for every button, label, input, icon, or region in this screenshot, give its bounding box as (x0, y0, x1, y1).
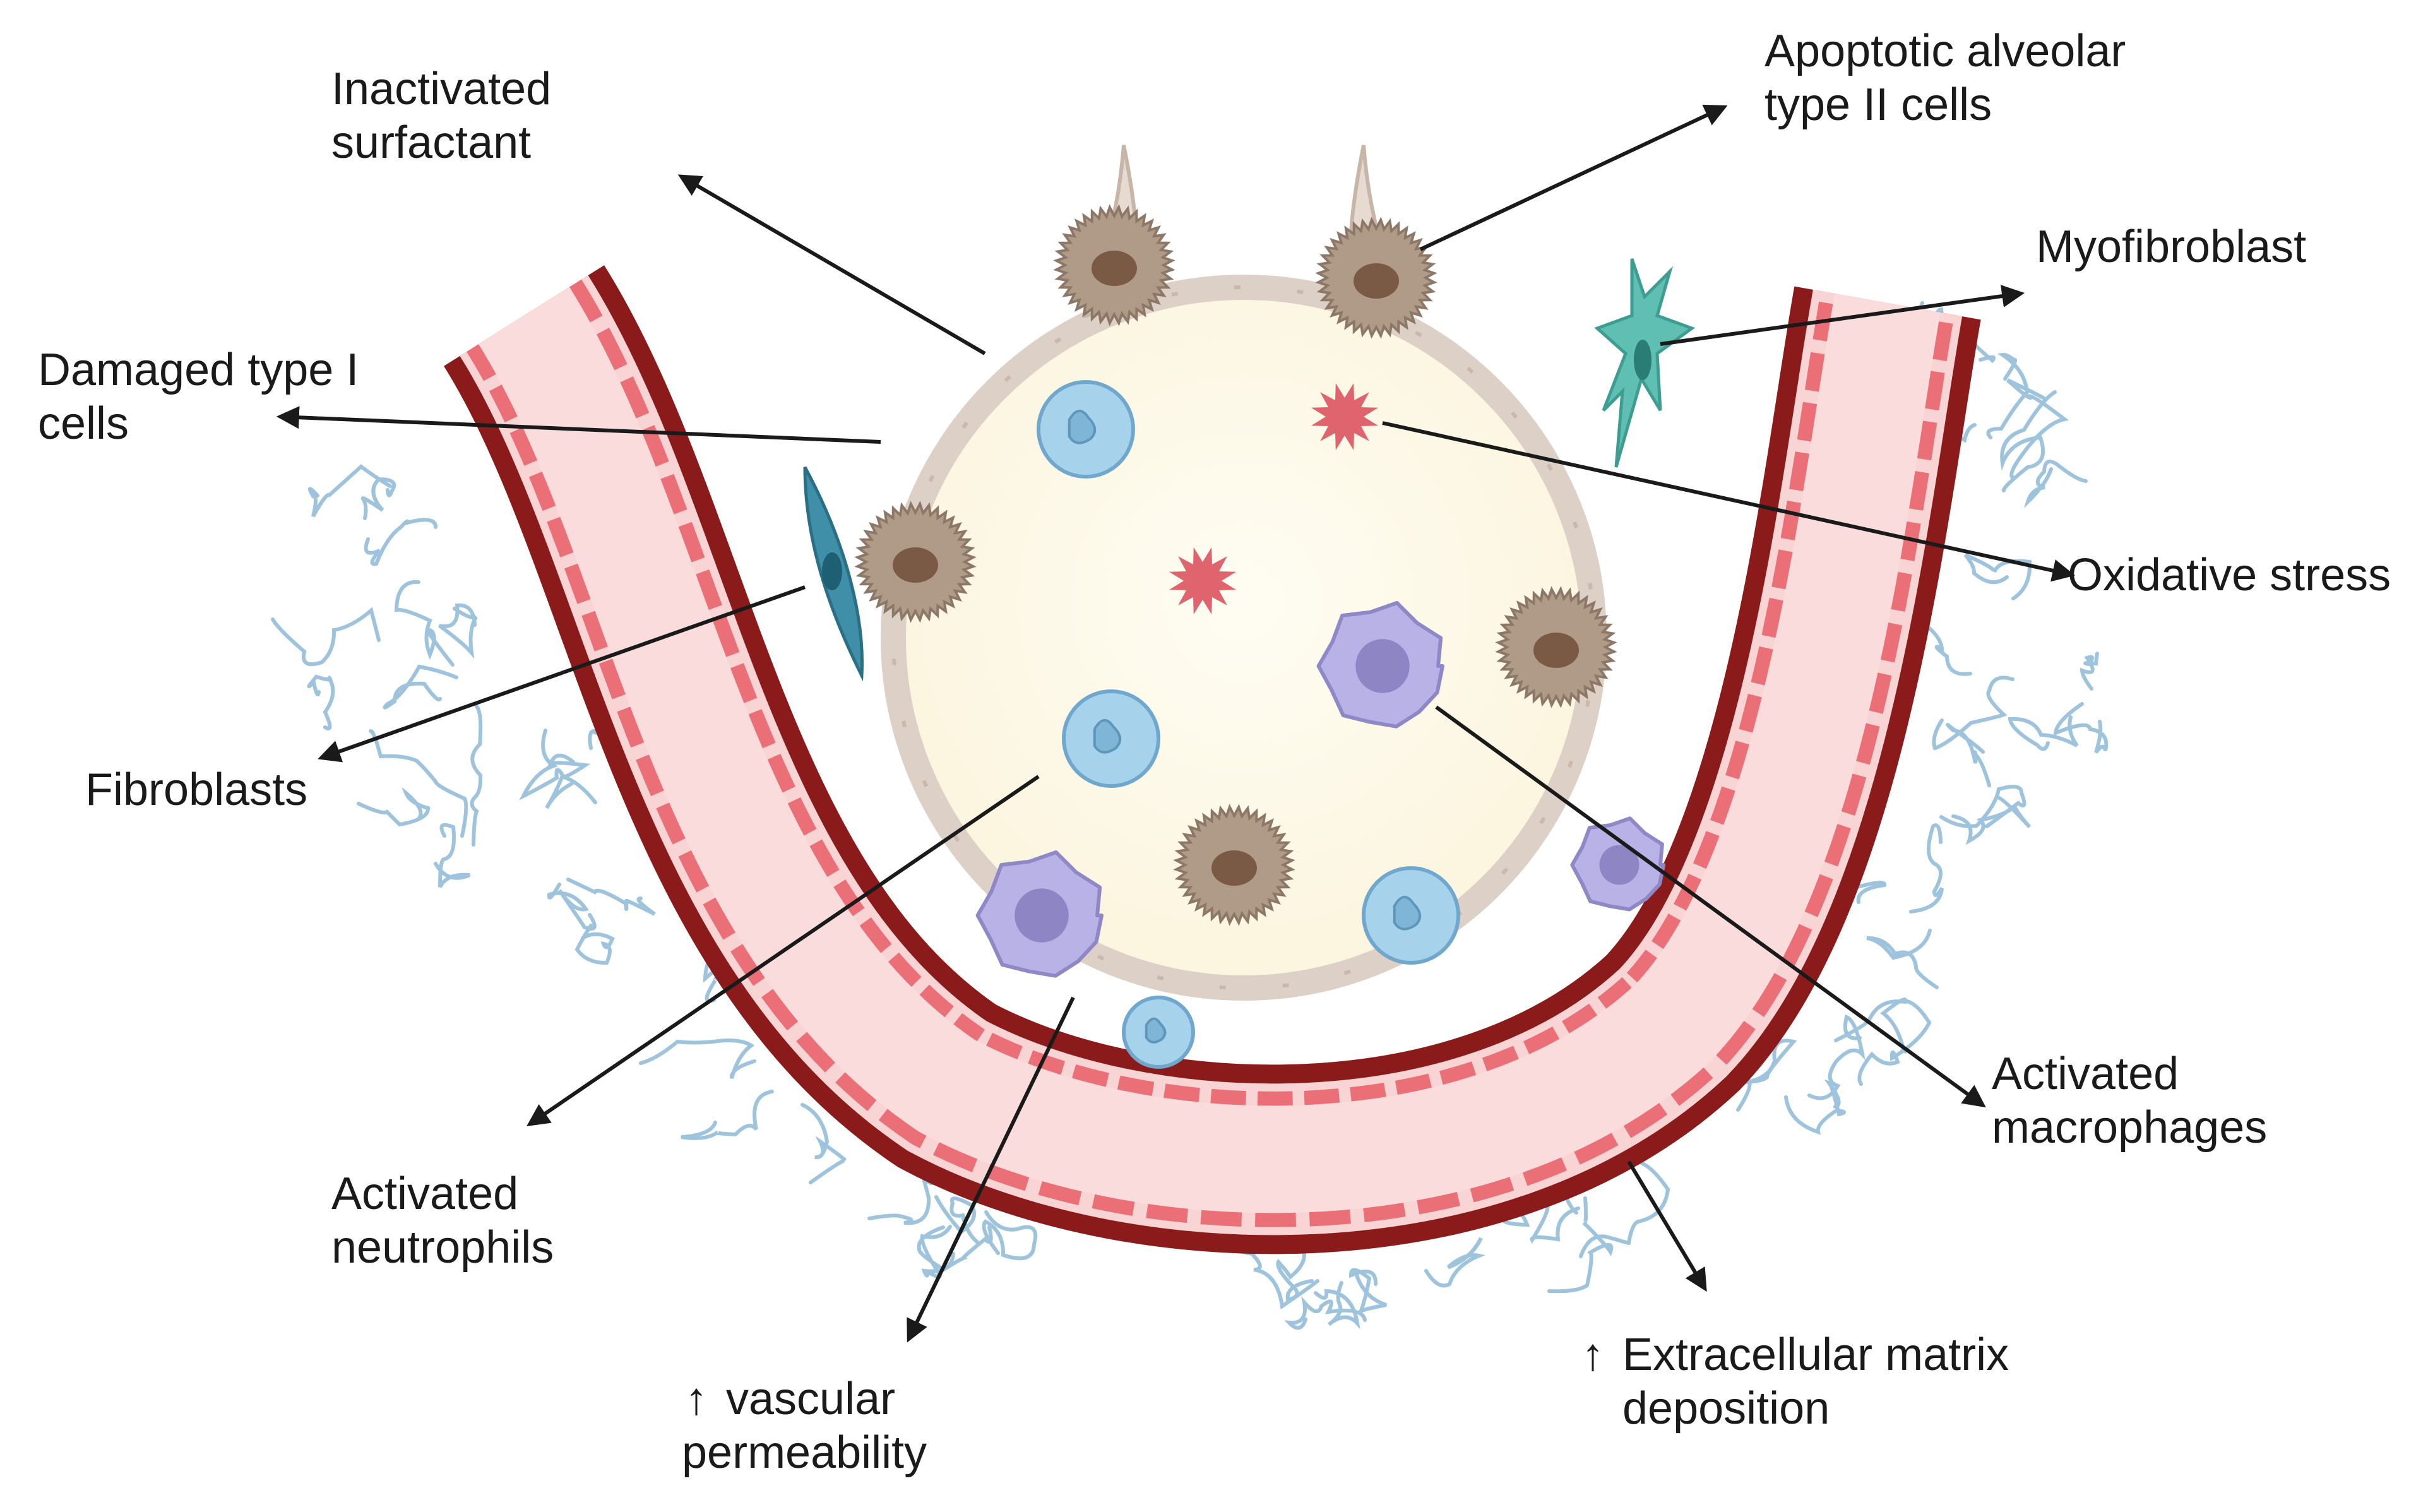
matrix-fiber (1946, 723, 1991, 787)
arrow-vascular-permeability (907, 996, 1075, 1343)
matrix-fiber (1866, 929, 1939, 989)
label-fibroblasts: Fibroblasts (85, 765, 307, 815)
matrix-fiber (470, 705, 483, 847)
leader-lines (276, 104, 2076, 1343)
matrix-fiber (369, 729, 468, 838)
matrix-fiber (2008, 715, 2079, 751)
label-ecm-deposition: ↑ Extracellular matrix deposition (1581, 1330, 2021, 1434)
matrix-fiber (1784, 1080, 1846, 1135)
matrix-fiber (1314, 1281, 1360, 1330)
matrix-fiber (566, 878, 656, 916)
matrix-fiber (1284, 1296, 1367, 1330)
cells-layer (854, 204, 1665, 1069)
fibroblast-cell (803, 466, 864, 682)
matrix-fiber (307, 674, 335, 730)
arrow-activated-neutrophils (527, 775, 1040, 1127)
label-damaged-type1: Damaged type I cells (38, 345, 371, 449)
matrix-fiber (434, 823, 471, 888)
arrow-myofibroblast (1660, 285, 2025, 346)
matrix-fiber (1857, 999, 1932, 1086)
matrix-fiber (1547, 1196, 1614, 1294)
apoptotic-type2-cell (1495, 586, 1617, 708)
matrix-fiber (639, 1039, 756, 1079)
macrophage-cell (975, 850, 1104, 978)
matrix-fiber (1909, 823, 1944, 914)
matrix-fiber (2024, 460, 2088, 508)
arrow-apoptotic-type2 (1419, 104, 1728, 251)
arrow-damaged-type1 (276, 406, 881, 444)
up-arrow-icon: ↑ (685, 1374, 708, 1424)
matrix-fiber (307, 464, 392, 518)
label-myofibroblast: Myofibroblast (2036, 222, 2306, 272)
matrix-fiber (383, 664, 458, 710)
apoptotic-type2-cell (1173, 804, 1295, 926)
arrow-fibroblasts (318, 585, 806, 763)
neutrophil-cell (1037, 380, 1135, 479)
matrix-fiber (2000, 390, 2057, 492)
matrix-fiber (574, 924, 615, 965)
macrophage-cell (1570, 816, 1665, 912)
matrix-fiber (867, 1172, 938, 1225)
label-apoptotic-type2: Apoptotic alveolar type II cells (1764, 26, 2138, 130)
matrix-fiber (364, 518, 437, 566)
matrix-fiber (1986, 352, 2030, 439)
apoptotic-type2-cell (1053, 204, 1175, 326)
matrix-fiber (1349, 1268, 1387, 1317)
myofibroblast-cell (1594, 258, 1696, 468)
reactive-oxygen-species (1169, 547, 1237, 615)
matrix-fiber (982, 1210, 1038, 1261)
label-vascular-permeability: ↑ vascular permeability (682, 1374, 927, 1478)
matrix-fiber (1939, 785, 2026, 828)
arrow-oxidative-stress (1382, 421, 2076, 582)
reactive-oxygen-species (1311, 383, 1379, 451)
neutrophil-cell (1122, 996, 1195, 1069)
neutrophil-cell (1362, 866, 1460, 965)
matrix-fiber (1579, 1159, 1670, 1258)
apoptotic-type2-cell (1315, 217, 1437, 339)
matrix-fiber (438, 603, 478, 659)
matrix-fiber (800, 1103, 847, 1184)
matrix-fiber (1963, 553, 2032, 600)
label-oxidative-stress: Oxidative stress (2068, 550, 2391, 600)
up-arrow-icon: ↑ (1581, 1330, 1604, 1380)
matrix-fiber (519, 729, 597, 804)
label-activated-neutrophils: Activated neutrophils (331, 1169, 554, 1273)
arrow-inactivated-surfactant (677, 174, 986, 355)
matrix-fiber (2080, 652, 2099, 691)
matrix-fiber (271, 607, 381, 667)
matrix-fiber (681, 1090, 774, 1140)
vessel-lumen-core (478, 287, 1941, 1213)
matrix-fiber (545, 753, 591, 809)
matrix-fiber (394, 580, 455, 667)
matrix-fiber (2053, 702, 2109, 754)
matrix-fiber (360, 477, 396, 520)
matrix-fiber (547, 883, 597, 931)
matrix-fiber (1807, 1014, 1866, 1100)
label-inactivated-surfactant: Inactivated surfactant (331, 64, 564, 168)
neutrophil-cell (1062, 689, 1160, 788)
capillary-vessel (443, 265, 1981, 1254)
matrix-fiber (1932, 676, 2014, 751)
arrow-activated-macrophages (1435, 705, 1986, 1108)
matrix-fiber (1424, 1237, 1486, 1288)
macrophage-cell (1316, 601, 1444, 729)
matrix-fiber (934, 1195, 981, 1246)
matrix-fiber (357, 787, 430, 827)
label-activated-macrophages: Activated macrophages (1992, 1049, 2267, 1153)
matrix-fiber (1276, 1248, 1314, 1302)
arrow-ecm-deposition (1627, 1160, 1707, 1292)
matrix-fiber (917, 1225, 993, 1272)
apoptotic-type2-cell (854, 501, 977, 623)
labels: Inactivated surfactant Apoptotic alveola… (38, 26, 2391, 1478)
